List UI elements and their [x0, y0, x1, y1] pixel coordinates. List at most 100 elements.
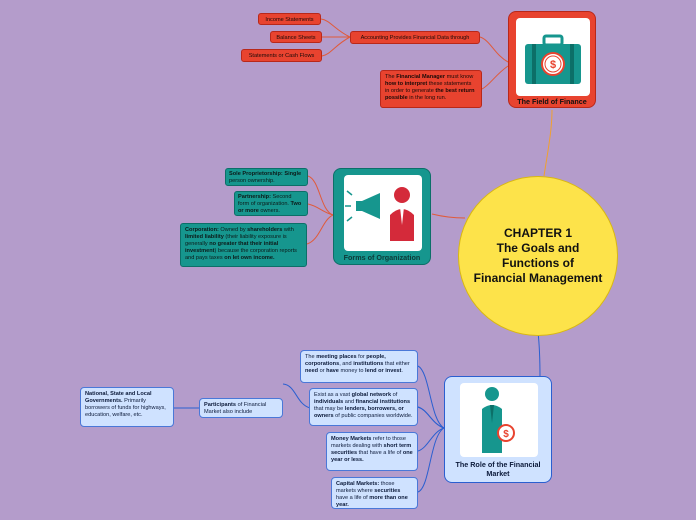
accounting-node[interactable]: Accounting Provides Financial Data throu… [350, 31, 480, 44]
text-segment: . [401, 367, 403, 374]
link-market-meeting [417, 365, 445, 429]
text-segment: must know [445, 74, 474, 80]
text-segment: these statements in order to generate [385, 80, 472, 94]
text-segment: need [305, 367, 319, 374]
participants-node[interactable]: Participants of Financial Market also in… [199, 398, 283, 418]
svg-text:$: $ [550, 59, 556, 71]
text-segment: institutions [353, 360, 384, 367]
link-forms-corporation [306, 214, 334, 245]
link-central-market [537, 331, 541, 379]
income-statements-text: Income Statements [265, 16, 314, 23]
text-segment: refer to those markets dealing with [331, 436, 406, 449]
balance-sheets-node[interactable]: Balance Sheets [270, 31, 322, 43]
capital-markets-node[interactable]: Capital Markets: those markets where sec… [331, 477, 418, 509]
text-segment: global network [351, 392, 392, 398]
text-segment: for [356, 354, 367, 360]
text-segment: lend or invest [365, 367, 402, 374]
text-segment: that have a life of [357, 449, 403, 456]
text-segment: person ownership. [229, 177, 275, 184]
text-segment: Single [284, 171, 302, 177]
text-segment: that either [383, 360, 410, 367]
link-field-manager [481, 65, 509, 90]
text-segment: The [305, 354, 317, 360]
text-segment: National, State and Local Governments. [85, 391, 152, 404]
link-forms-sole [307, 175, 334, 216]
text-segment: those markets where [336, 481, 395, 494]
link-field-accounting [479, 36, 509, 63]
text-segment: Financial Manager [396, 74, 446, 80]
text-segment: shareholders [247, 227, 283, 233]
text-segment: securities [374, 487, 401, 494]
field-of-finance-node[interactable]: $ The Field of Finance [508, 11, 596, 108]
text-segment: Exist as a vast [314, 392, 352, 398]
link-accounting-cash [321, 36, 351, 57]
forms-of-organization-label: Forms of Organization [343, 253, 421, 262]
text-segment: Partnership: [238, 194, 271, 200]
link-accounting-income [320, 18, 351, 38]
link-market-money [417, 427, 445, 452]
text-segment: Participants [204, 402, 237, 408]
text-segment: people, corporations [305, 354, 386, 367]
text-segment: Owned by [218, 227, 248, 233]
balance-sheets-text: Balance Sheets [276, 34, 316, 41]
governments-node[interactable]: National, State and Local Governments. P… [80, 387, 174, 427]
meeting-places-node[interactable]: The meeting places for people, corporati… [300, 350, 418, 383]
text-segment: limited liability [185, 233, 224, 240]
text-segment: , and [339, 360, 354, 367]
text-segment: financial institutions [355, 398, 411, 405]
text-segment: with [282, 227, 294, 233]
financial-manager-node[interactable]: The Financial Manager must know how to i… [380, 70, 482, 108]
text-segment: how to interpret [385, 80, 428, 87]
text-segment: have [326, 367, 339, 374]
text-segment: short term securities [331, 442, 412, 456]
accounting-text: Accounting Provides Financial Data throu… [360, 35, 470, 41]
text-segment: owners. [258, 207, 280, 214]
text-segment: individuals [314, 398, 344, 405]
financial-market-node[interactable]: $ The Role of the Financial Market [444, 376, 552, 483]
sole-proprietorship-node[interactable]: Sole Proprietorship: Single person owner… [225, 168, 308, 186]
text-segment: The [385, 74, 397, 80]
text-segment: (their liability exposure is generally [185, 233, 287, 247]
central-line-2: The Goals and [496, 241, 580, 255]
text-segment: or [318, 367, 327, 374]
text-segment: meeting places [316, 354, 357, 360]
svg-text:$: $ [503, 429, 509, 440]
link-central-field [543, 109, 553, 177]
cash-flows-node[interactable]: Statements or Cash Flows [241, 49, 322, 62]
text-segment: more than one year. [336, 494, 408, 508]
forms-of-organization-node[interactable]: Forms of Organization [333, 168, 431, 265]
income-statements-node[interactable]: Income Statements [258, 13, 321, 25]
text-segment: in the long run. [407, 94, 447, 101]
text-segment: lenders, borrowers, or owners [314, 405, 404, 419]
text-segment: have a life of [336, 494, 370, 501]
financial-market-label: The Role of the Financial Market [455, 460, 541, 478]
partnership-node[interactable]: Partnership: Second form of organization… [234, 191, 308, 216]
businessman-dollar-icon: $ [460, 383, 538, 457]
field-of-finance-label: The Field of Finance [517, 97, 587, 106]
text-segment: the best return possible [385, 87, 475, 101]
text-segment: ) because the corporation reports and pa… [185, 247, 297, 261]
link-central-forms [431, 213, 466, 219]
text-segment: no greater that their initial investment [185, 240, 279, 254]
cash-flows-text: Statements or Cash Flows [248, 53, 315, 59]
text-segment: Money Markets [331, 436, 372, 442]
money-markets-node[interactable]: Money Markets refer to those markets dea… [326, 432, 418, 471]
text-segment: of [391, 392, 398, 398]
central-topic[interactable]: CHAPTER 1 The Goals and Functions of Fin… [458, 176, 618, 336]
text-segment: on Iet own income. [224, 254, 275, 261]
text-segment: money to [338, 367, 366, 374]
corporation-node[interactable]: Corporation: Owned by shareholders with … [180, 223, 307, 267]
central-line-4: Financial Management [473, 271, 603, 285]
text-segment: Primarily borrowers of funds for highway… [85, 397, 166, 418]
link-forms-partnership [307, 203, 334, 216]
text-segment: Two or more [238, 200, 302, 214]
central-line-3: Functions of [501, 256, 574, 270]
text-segment: Capital Markets: [336, 481, 380, 487]
text-segment: Sole Proprietorship: [229, 171, 283, 177]
megaphone-person-icon [344, 175, 422, 251]
text-segment: one year or less. [331, 449, 413, 463]
global-network-node[interactable]: Exist as a vast global network of indivi… [309, 388, 418, 426]
text-segment: and [343, 398, 356, 405]
text-segment: of Financial Market also include [204, 402, 267, 415]
